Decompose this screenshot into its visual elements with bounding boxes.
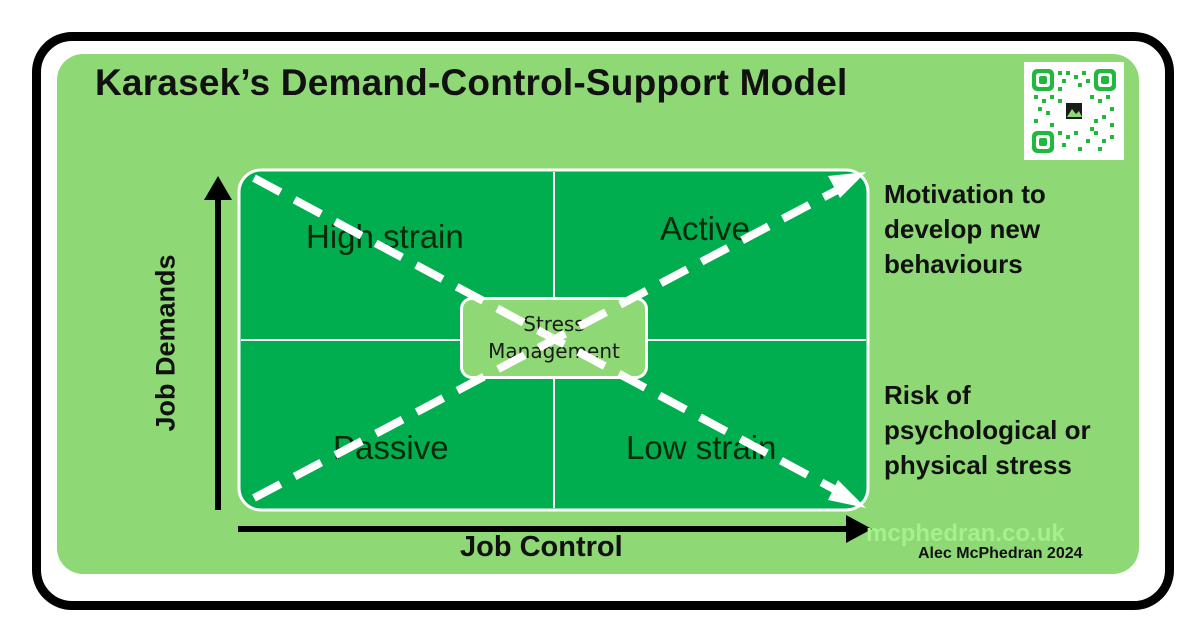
diagonal-passive-to-active — [252, 182, 847, 502]
author-credit: Alec McPhedran 2024 — [918, 545, 1083, 562]
website-watermark[interactable]: mcphedran.co.uk — [866, 520, 1065, 547]
quadrant-active: Active — [660, 210, 750, 247]
diagonal-high-to-low-strain — [252, 174, 847, 499]
outcome-motivation: Motivation to develop new behaviours — [884, 179, 1046, 279]
y-axis-label: Job Demands — [150, 254, 181, 432]
page-title: Karasek’s Demand-Control-Support Model — [95, 62, 848, 103]
x-axis-label: Job Control — [460, 531, 623, 563]
diagonal-arrowhead-down — [828, 480, 866, 508]
diagonal-arrowhead-up — [828, 172, 866, 198]
qr-code[interactable] — [1024, 62, 1124, 160]
x-axis-arrowhead — [846, 515, 872, 543]
qr-code-icon — [1032, 69, 1116, 153]
outcome-risk: Risk of psychological or physical stress — [884, 380, 1091, 480]
y-axis-arrowhead — [204, 176, 232, 200]
